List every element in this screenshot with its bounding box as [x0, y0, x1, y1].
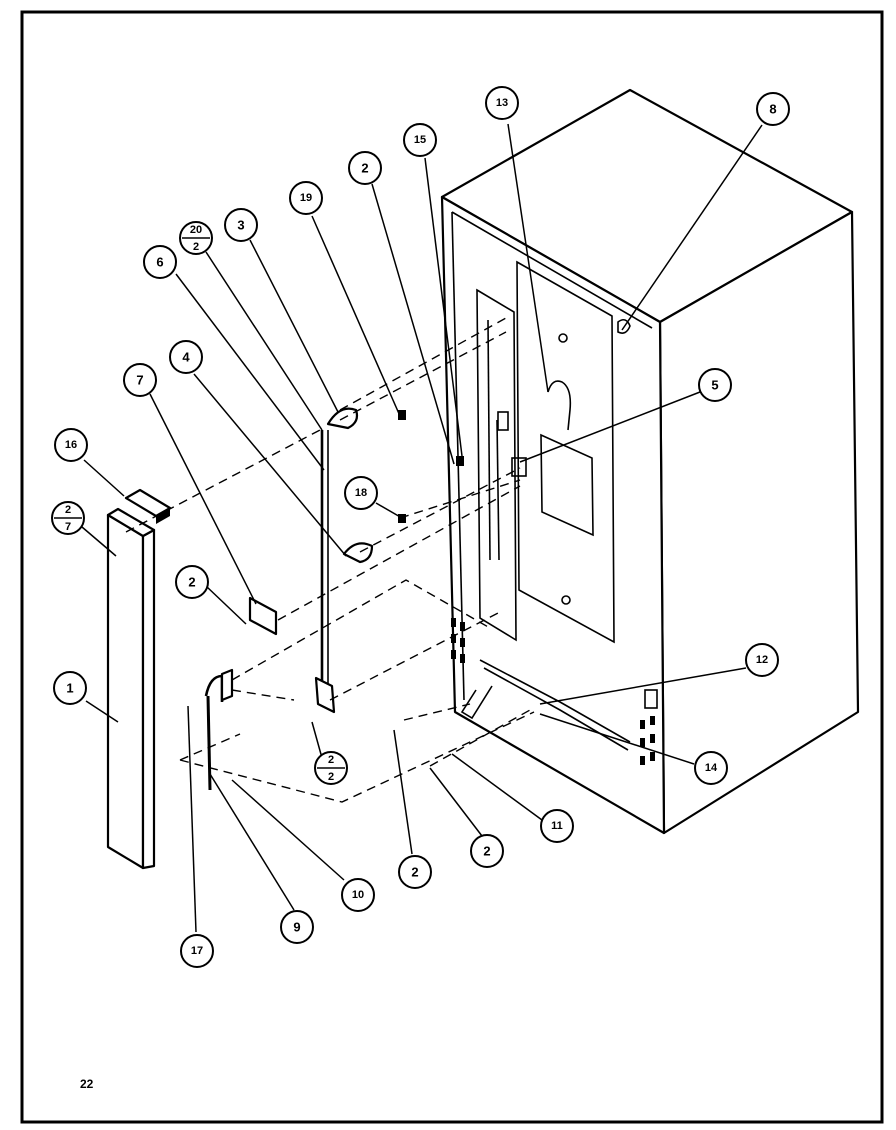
- callout-4: 4: [169, 340, 203, 374]
- callout-13: 13: [485, 86, 519, 120]
- bracket-6: [314, 676, 336, 714]
- callout-1: 1: [53, 671, 87, 705]
- callout-9: 9: [280, 910, 314, 944]
- svg-text:17: 17: [191, 945, 203, 957]
- callout-15: 15: [403, 123, 437, 157]
- svg-text:7: 7: [136, 373, 143, 388]
- drain-tube: [479, 659, 631, 743]
- tube-13: [547, 380, 572, 431]
- callout-6: 6: [143, 245, 177, 279]
- svg-text:2: 2: [483, 844, 490, 859]
- cabinet-right-side: [658, 210, 860, 835]
- svg-text:4: 4: [182, 350, 190, 365]
- svg-text:10: 10: [352, 889, 364, 901]
- page-number: 22: [80, 1077, 94, 1091]
- callout-2-2: 2 2: [314, 751, 348, 785]
- svg-text:16: 16: [65, 439, 77, 451]
- callout-8: 8: [756, 92, 790, 126]
- rear-cover-plate: [540, 433, 594, 537]
- svg-text:9: 9: [293, 920, 300, 935]
- svg-text:2: 2: [411, 865, 418, 880]
- svg-text:13: 13: [496, 97, 508, 109]
- callout-18: 18: [344, 476, 378, 510]
- svg-text:7: 7: [65, 521, 71, 533]
- callout-2-bottom-right: 2: [470, 834, 504, 868]
- callout-11: 11: [540, 809, 574, 843]
- callout-2-7: 2 7: [51, 501, 85, 535]
- clip-8: [617, 318, 631, 334]
- plate-7: [248, 596, 278, 636]
- side-panel-1: [106, 507, 156, 870]
- svg-text:2: 2: [65, 504, 71, 516]
- page-border: [20, 10, 884, 1124]
- svg-text:11: 11: [551, 820, 563, 832]
- svg-text:2: 2: [328, 754, 334, 766]
- bracket-16: [124, 488, 172, 524]
- svg-text:2: 2: [193, 241, 199, 253]
- svg-text:12: 12: [756, 654, 768, 666]
- svg-text:1: 1: [66, 681, 73, 696]
- callout-14: 14: [694, 751, 728, 785]
- callout-19: 19: [289, 181, 323, 215]
- wiring-assembly: [314, 407, 464, 714]
- svg-text:5: 5: [711, 378, 718, 393]
- callout-3: 3: [224, 208, 258, 242]
- callout-16: 16: [54, 428, 88, 462]
- callout-12: 12: [745, 643, 779, 677]
- callout-20-2: 20 2: [179, 221, 213, 255]
- svg-text:14: 14: [705, 762, 718, 774]
- assembly-lines: [125, 317, 535, 803]
- leader-lines: [81, 123, 763, 933]
- svg-text:2: 2: [361, 161, 368, 176]
- svg-text:2: 2: [188, 575, 195, 590]
- svg-text:2: 2: [328, 771, 334, 783]
- svg-text:20: 20: [190, 224, 202, 236]
- svg-text:18: 18: [355, 487, 367, 499]
- callout-2-bottom-left: 2: [398, 855, 432, 889]
- callout-2-left: 2: [175, 565, 209, 599]
- callout-17: 17: [180, 934, 214, 968]
- callout-7: 7: [123, 363, 157, 397]
- svg-text:15: 15: [414, 134, 426, 146]
- callout-10: 10: [341, 878, 375, 912]
- callout-2-top: 2: [348, 151, 382, 185]
- callout-5: 5: [698, 368, 732, 402]
- bracket-5: [511, 457, 527, 477]
- lower-vents-right: [640, 689, 658, 765]
- cabinet: [440, 88, 860, 835]
- svg-text:8: 8: [769, 102, 776, 117]
- cabinet-back: [440, 195, 666, 835]
- coil-4: [342, 542, 374, 564]
- svg-text:19: 19: [300, 192, 312, 204]
- svg-text:6: 6: [156, 255, 163, 270]
- lower-vents-left: [451, 618, 465, 663]
- svg-text:3: 3: [237, 218, 244, 233]
